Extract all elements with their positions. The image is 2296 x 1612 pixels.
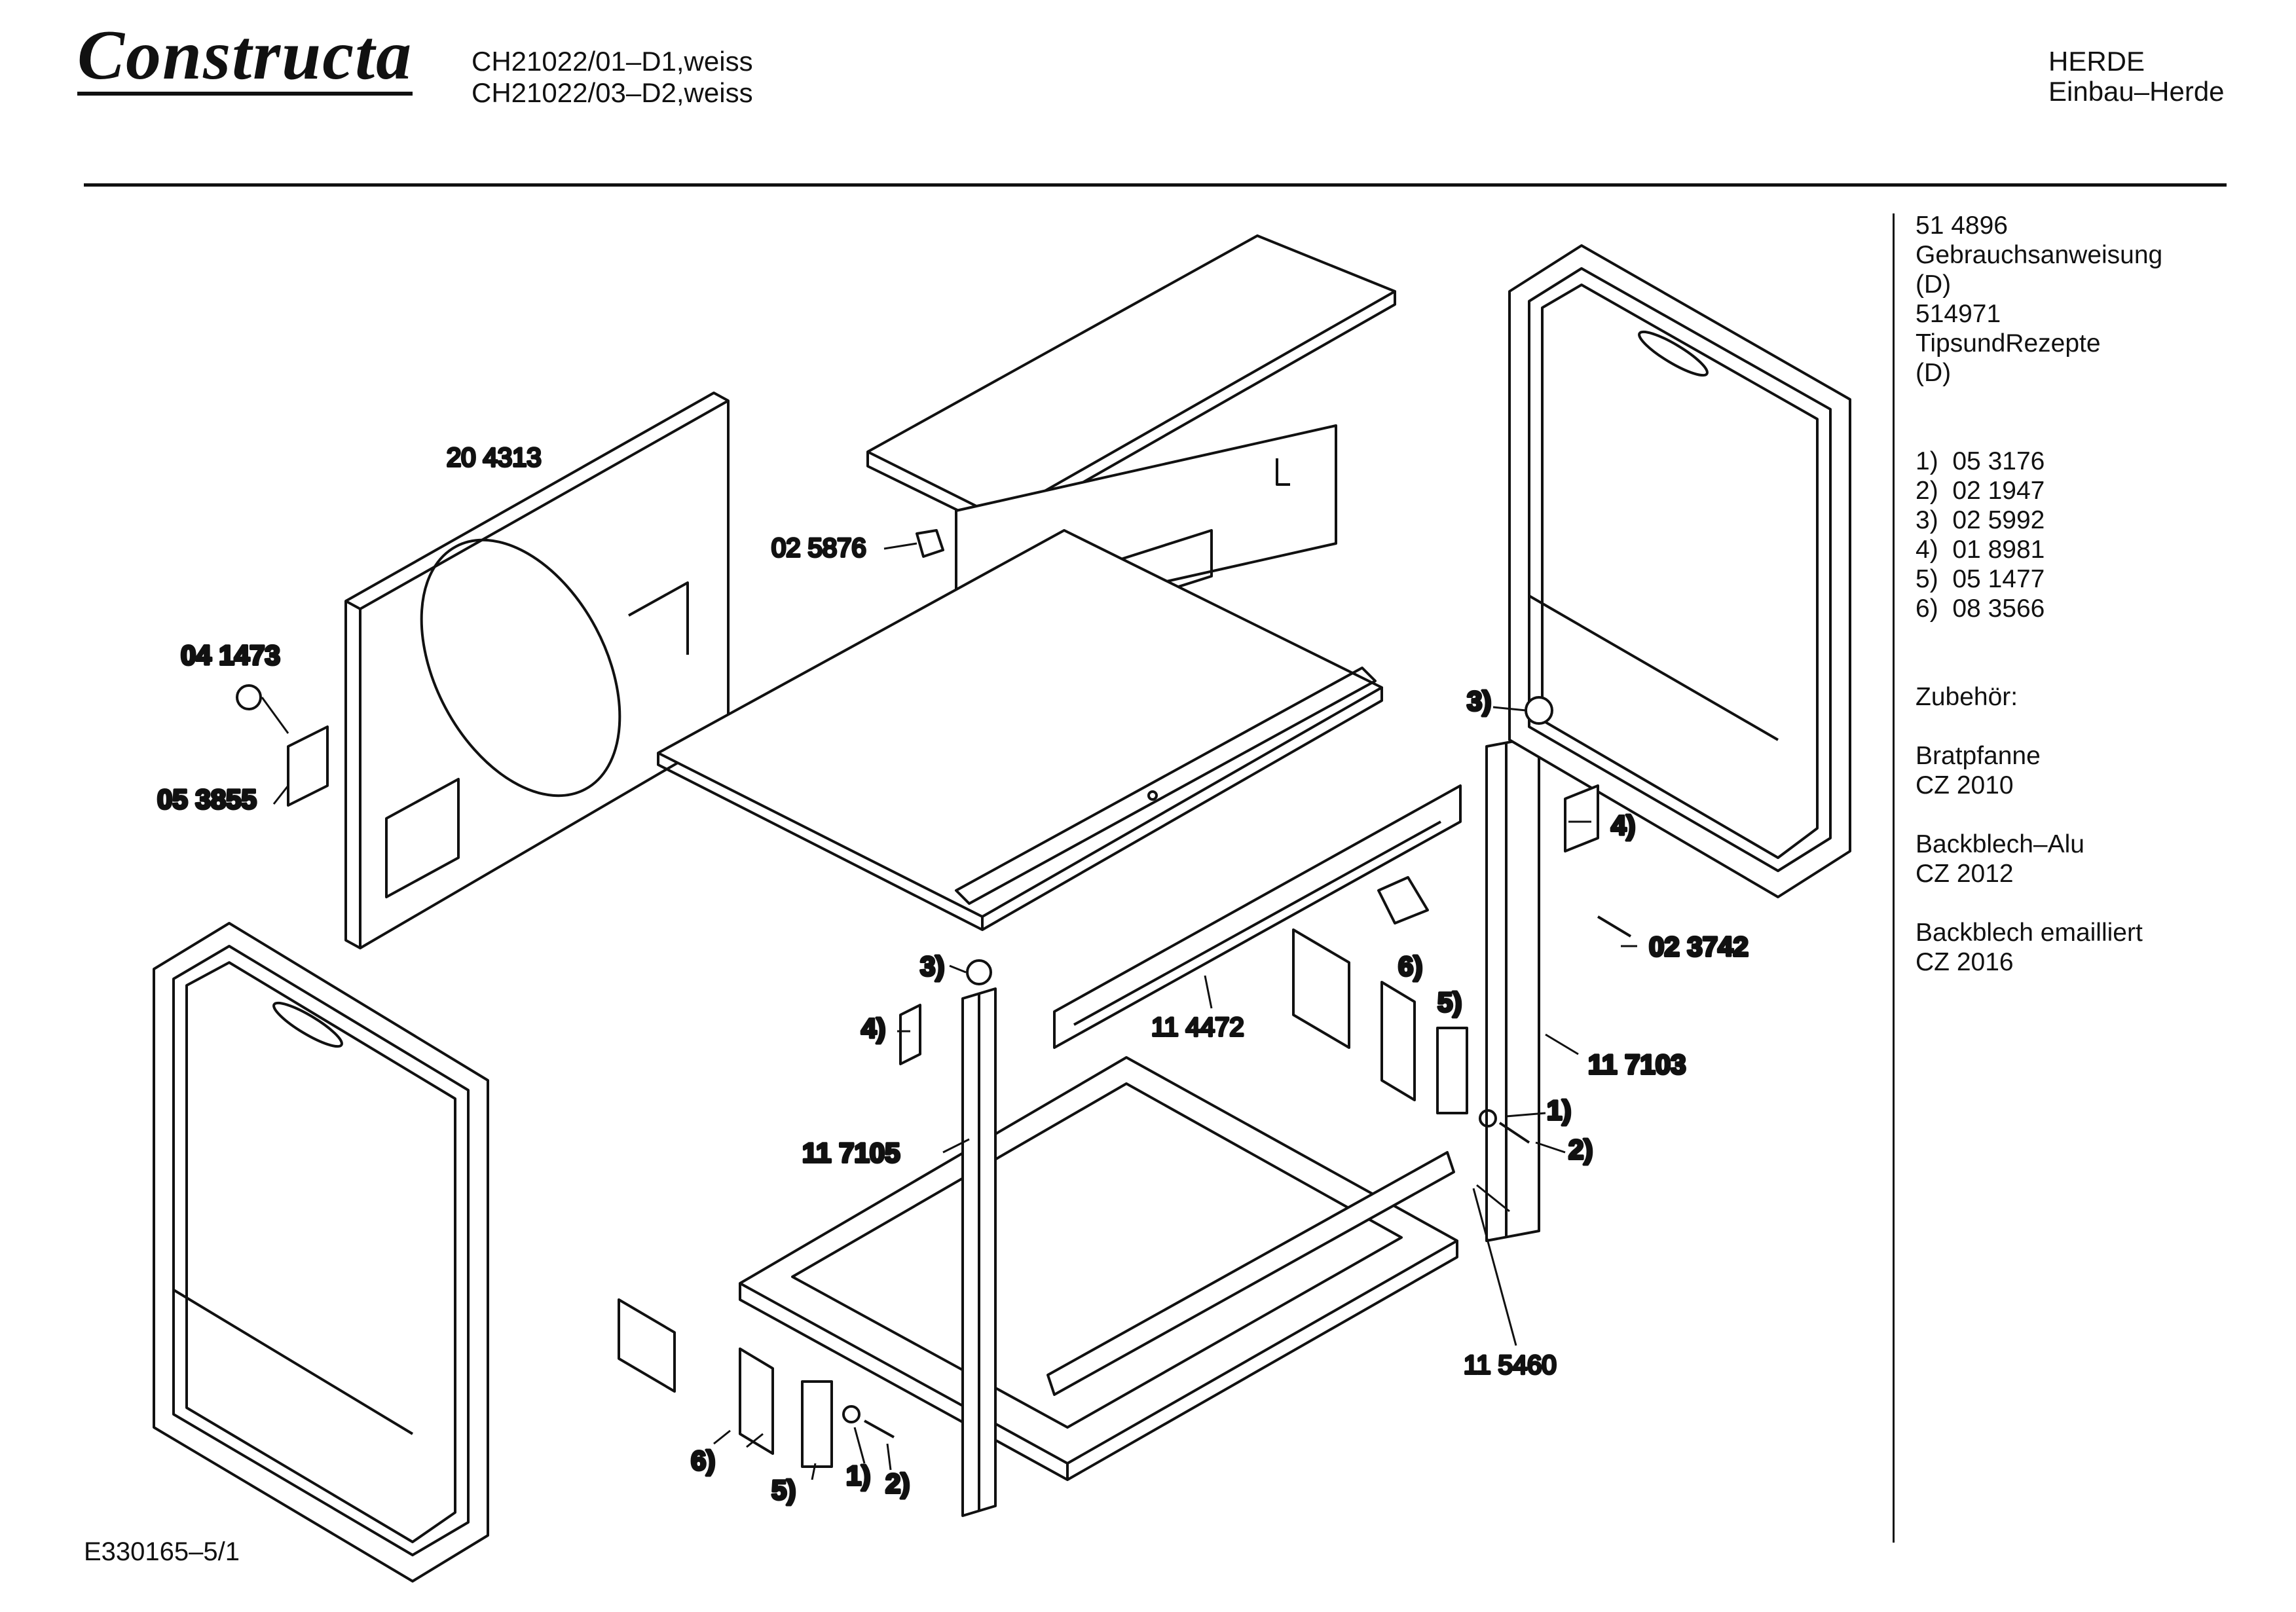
small-brackets [287, 529, 1599, 1065]
left-door-frame [153, 922, 489, 1583]
sidebar-line: (D) [1916, 359, 1952, 387]
base-frame [739, 1056, 1458, 1481]
callout-4-left: 4) [861, 1013, 885, 1044]
sidebar-rule [1893, 213, 1895, 1543]
oven-shelf-plate [657, 529, 1383, 931]
callout-4-right: 4) [1611, 810, 1635, 841]
brand-logo: Constructa [77, 16, 413, 96]
sidebar-line: 5) 05 1477 [1916, 565, 2045, 593]
left-side-panel [344, 392, 730, 949]
label-023742: 02 3742 [1649, 931, 1749, 962]
hinge-assembly-right [1292, 928, 1468, 1114]
part-labels: 20 4313 02 5876 04 1473 05 3855 02 3742 … [156, 442, 1750, 1507]
sidebar-line: CZ 2012 [1916, 860, 2014, 888]
callout-2-right: 2) [1568, 1134, 1593, 1165]
document-code: E330165–5/1 [84, 1537, 240, 1566]
sidebar-line: 4) 01 8981 [1916, 536, 2045, 564]
leader-lines [261, 542, 1637, 1480]
callout-3-left: 3) [920, 951, 944, 981]
callout-6-right: 6) [1398, 951, 1422, 981]
sidebar-line: TipsundRezepte [1916, 329, 2101, 357]
header-rule [84, 183, 2227, 187]
label-025876: 02 5876 [771, 534, 866, 562]
front-rail-114472 [1053, 784, 1462, 1049]
callout-5-right: 5) [1437, 987, 1462, 1017]
sidebar-line: 3) 02 5992 [1916, 506, 2045, 534]
callout-1-left: 1) [846, 1460, 870, 1491]
sidebar-line: 51 4896 [1916, 211, 2008, 240]
label-041473: 04 1473 [181, 640, 280, 670]
label-114472: 11 4472 [1151, 1013, 1244, 1042]
sidebar-line: Bratpfanne [1916, 742, 2041, 770]
callout-6-left: 6) [691, 1445, 715, 1476]
callout-5-left: 5) [771, 1475, 796, 1505]
sidebar-line: Gebrauchsanweisung [1916, 241, 2163, 269]
sidebar-line: CZ 2010 [1916, 771, 2014, 799]
sidebar-line: Backblech–Alu [1916, 830, 2084, 858]
hinge-assembly-left [618, 1298, 833, 1468]
right-door-frame [1508, 244, 1851, 898]
sidebar-line: Zubehör: [1916, 683, 2018, 711]
sidebar-line: 2) 02 1947 [1916, 477, 2045, 505]
category-subtitle: Einbau–Herde [2048, 76, 2225, 107]
label-053855: 05 3855 [157, 784, 257, 815]
callout-2-left: 2) [885, 1468, 910, 1499]
model-line-2: CH21022/03–D2,weiss [472, 77, 753, 108]
label-117105: 11 7105 [802, 1137, 900, 1168]
label-117103: 11 7103 [1588, 1049, 1686, 1080]
category-title: HERDE [2048, 46, 2145, 77]
sidebar-line: 1) 05 3176 [1916, 447, 2045, 475]
callout-3-right: 3) [1467, 686, 1491, 716]
sidebar-line: 6) 08 3566 [1916, 595, 2045, 623]
sidebar-line: (D) [1916, 270, 1952, 299]
label-115460: 11 5460 [1464, 1351, 1557, 1380]
label-204313: 20 4313 [447, 443, 542, 472]
model-line-1: CH21022/01–D1,weiss [472, 46, 753, 77]
corner-post-117105 [961, 987, 997, 1517]
callout-1-right: 1) [1547, 1095, 1571, 1126]
sidebar-line: 514971 [1916, 300, 2001, 328]
sidebar-line: CZ 2016 [1916, 948, 2014, 976]
corner-post-117103 [1485, 735, 1540, 1242]
sidebar-line: Backblech emailliert [1916, 919, 2143, 947]
